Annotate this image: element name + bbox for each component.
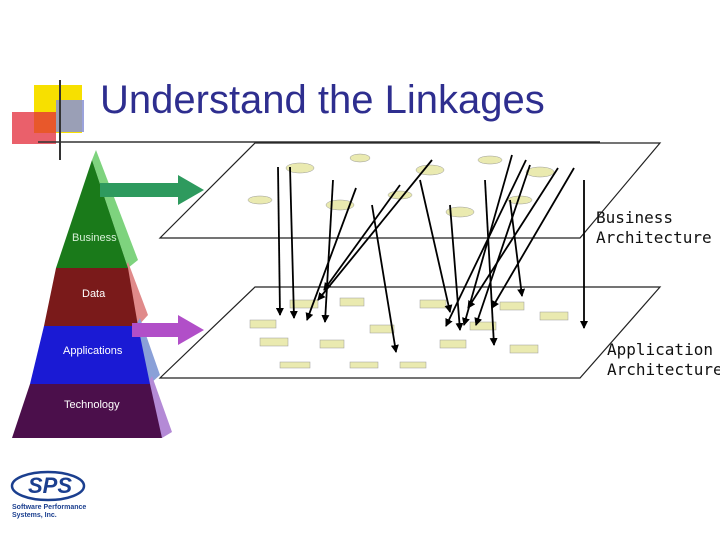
linkage-arrow-16 bbox=[509, 199, 526, 297]
pyramid-technology-level bbox=[12, 384, 162, 438]
business-architecture-label-line1: Business bbox=[596, 208, 674, 227]
linkage-arrow-13 bbox=[474, 164, 531, 326]
pyramid-label-data: Data bbox=[82, 288, 106, 300]
linkage-arrow-5 bbox=[317, 159, 433, 301]
linkage-arrow-8 bbox=[419, 179, 453, 313]
linkage-arrow-10 bbox=[484, 179, 498, 346]
sps-logo-text: Software Performance Systems, Inc. bbox=[12, 504, 86, 520]
linkage-arrows bbox=[275, 154, 588, 353]
deco-red-square bbox=[12, 112, 56, 144]
business-architecture-label-line2: Architecture bbox=[596, 228, 712, 247]
sps-logo-line2: Systems, Inc. bbox=[12, 512, 57, 519]
linkage-arrow-4 bbox=[321, 179, 334, 323]
application-architecture-label-line1: Application bbox=[607, 340, 713, 359]
pyramid-data-level bbox=[44, 268, 138, 326]
sps-logo-line1: Software Performance bbox=[12, 504, 87, 511]
linkage-arrow-7 bbox=[371, 204, 399, 353]
linkage-arrow-12 bbox=[462, 154, 513, 326]
logo-swoosh bbox=[10, 470, 86, 502]
linkage-arrow-9 bbox=[449, 204, 464, 331]
pyramid-technology-side bbox=[146, 376, 172, 438]
sps-logo-mark bbox=[10, 470, 86, 502]
linkage-arrow-6 bbox=[323, 184, 401, 291]
pyramid-data-side bbox=[124, 262, 148, 326]
linkage-arrow-11 bbox=[445, 159, 527, 327]
business-plane-diagram bbox=[247, 153, 555, 218]
application-architecture-label-line2: Architecture bbox=[607, 360, 720, 379]
linkage-arrow-3 bbox=[305, 187, 357, 321]
title-decoration bbox=[12, 80, 600, 160]
sps-logo-name: SPS bbox=[28, 473, 73, 498]
linkage-arrow-14 bbox=[467, 167, 559, 309]
business-link-arrow bbox=[100, 175, 204, 205]
pyramid-label-technology: Technology bbox=[64, 399, 120, 411]
pyramid-label-business: Business bbox=[72, 232, 117, 244]
pyramid-business-side bbox=[92, 150, 138, 268]
application-link-arrow bbox=[132, 315, 204, 345]
pyramid-business-level bbox=[56, 160, 128, 268]
page-title: Understand the Linkages bbox=[100, 78, 545, 122]
linkage-arrow-15 bbox=[491, 167, 575, 309]
linkage-arrow-2 bbox=[289, 166, 298, 319]
pyramid-label-applications: Applications bbox=[63, 345, 123, 357]
application-architecture-label: Application Architecture bbox=[607, 340, 720, 380]
linkage-arrow-1 bbox=[275, 166, 284, 316]
application-architecture-plane bbox=[158, 286, 662, 379]
application-plane-diagram bbox=[249, 297, 569, 369]
business-architecture-label: Business Architecture bbox=[596, 208, 712, 248]
business-architecture-plane bbox=[158, 142, 662, 239]
pyramid-applications-level bbox=[30, 326, 150, 384]
